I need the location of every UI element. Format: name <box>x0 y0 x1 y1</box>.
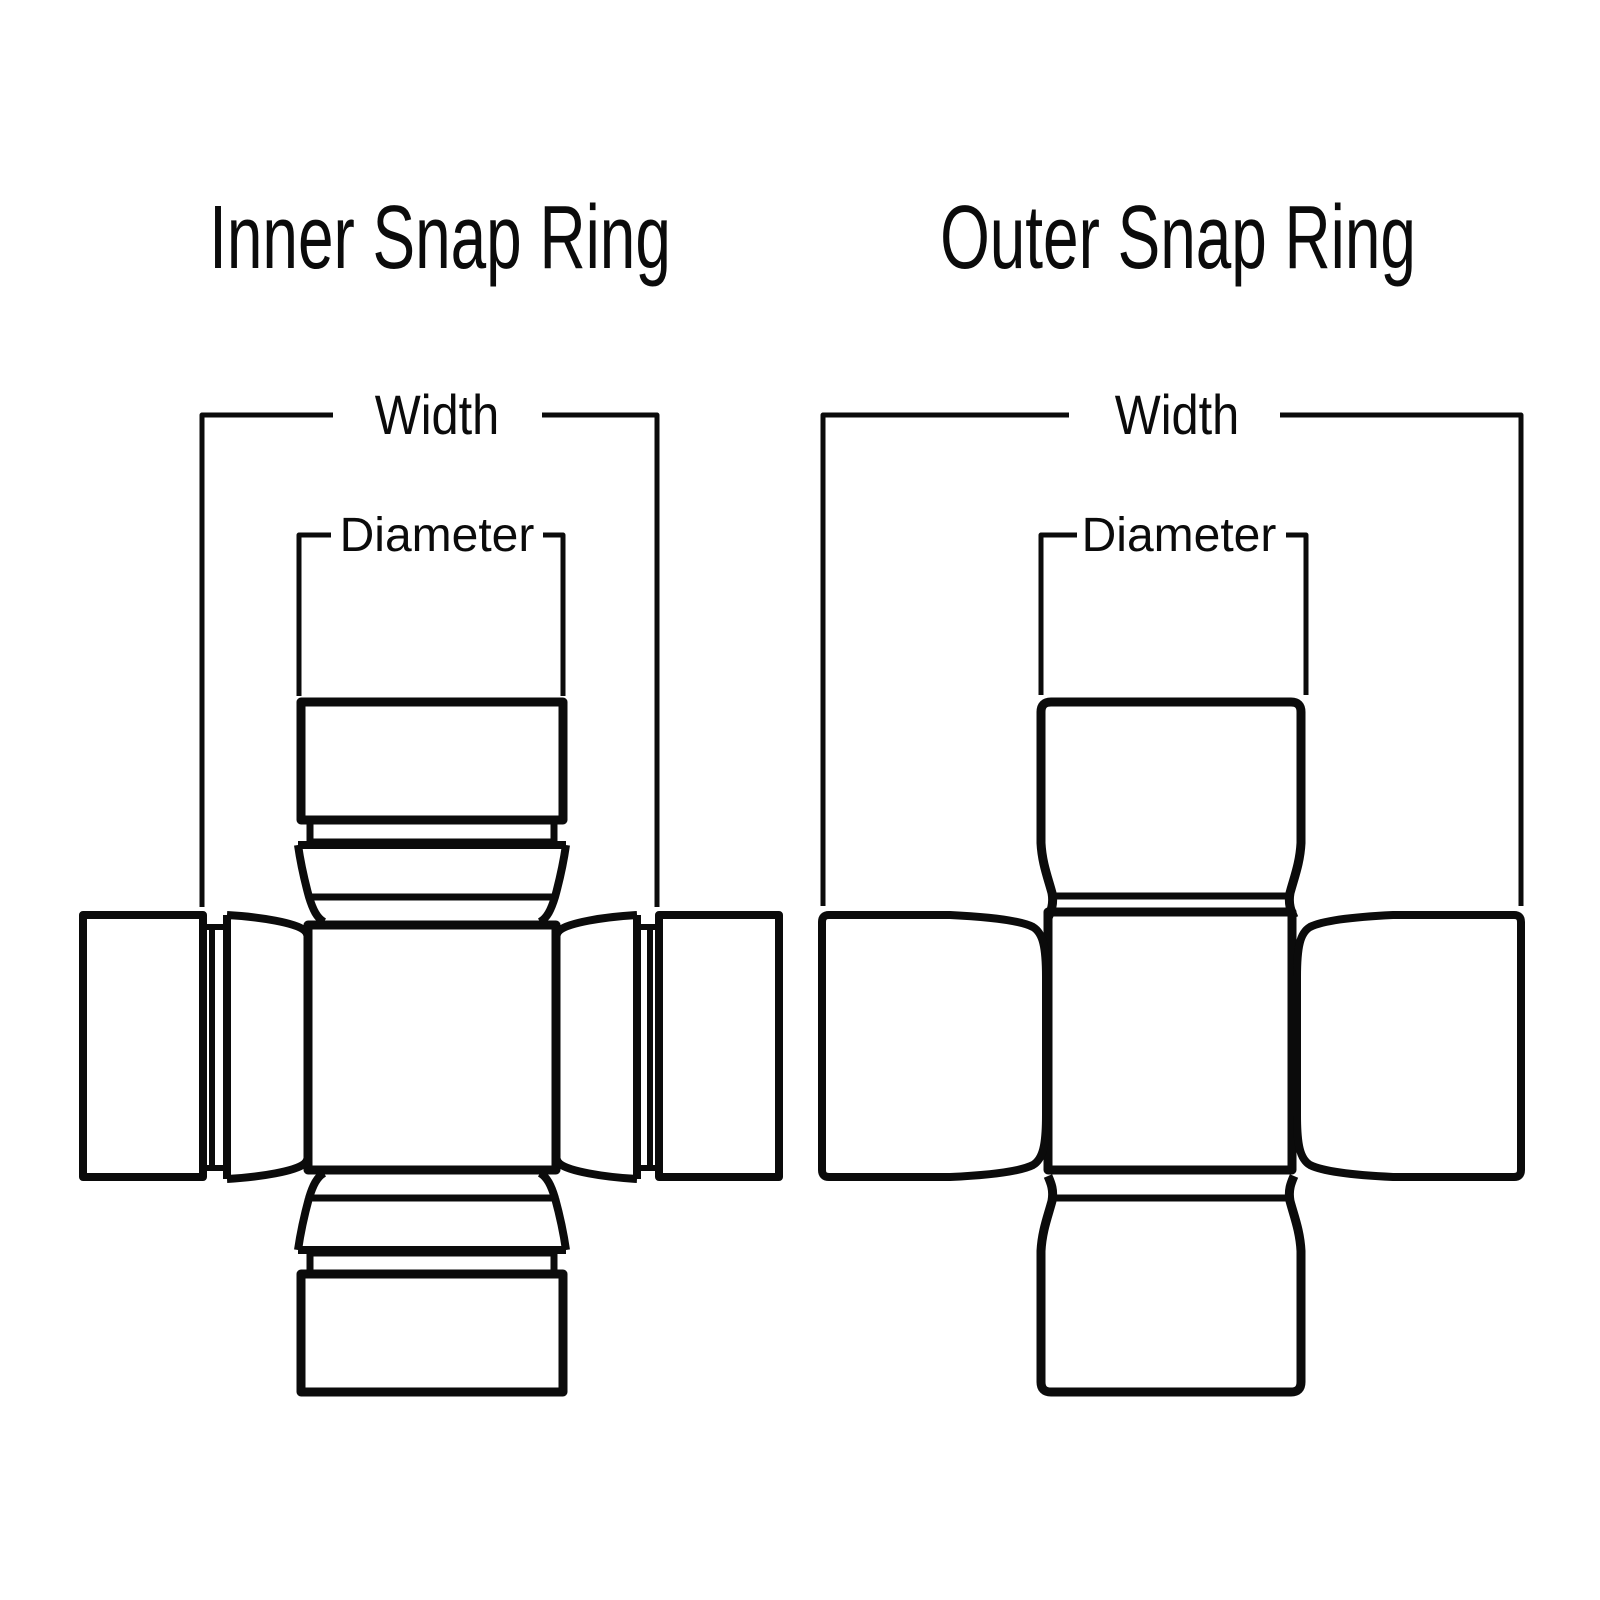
inner-left-trunnion-wedge <box>223 911 312 1183</box>
outer-top-bearing-cap <box>1036 697 1306 920</box>
outer-width-label: Width <box>1115 384 1240 447</box>
inner-cross-body <box>303 920 561 1175</box>
inner-diameter-dimension-bracket <box>296 532 566 696</box>
inner-diagram-title: Inner Snap Ring <box>209 186 671 287</box>
outer-width-dimension-bracket <box>820 412 1524 906</box>
inner-bottom-snap-ring-flange <box>294 1169 570 1254</box>
outer-right-bearing-cap <box>1293 911 1525 1181</box>
inner-snap-ring-diagram: Inner Snap Ring Width Diameter <box>79 186 783 1397</box>
outer-diagram-title: Outer Snap Ring <box>940 186 1416 287</box>
outer-diameter-dimension-bracket <box>1038 532 1309 695</box>
inner-width-dimension-bracket <box>199 412 660 907</box>
outer-left-bearing-cap <box>818 911 1050 1181</box>
inner-top-snap-ring-flange <box>294 841 570 926</box>
inner-right-trunnion-wedge <box>552 911 641 1183</box>
inner-bottom-bearing-cap <box>296 1269 568 1397</box>
inner-left-bearing-cap <box>79 911 207 1181</box>
inner-width-label: Width <box>375 384 500 447</box>
inner-diameter-label: Diameter <box>340 509 535 562</box>
outer-diameter-label: Diameter <box>1082 509 1277 562</box>
inner-top-bearing-cap <box>296 697 568 825</box>
outer-cross-body <box>1043 907 1297 1175</box>
outer-bottom-bearing-cap <box>1036 1174 1306 1397</box>
outer-snap-ring-diagram: Outer Snap Ring Width Diameter <box>818 186 1525 1397</box>
inner-right-bearing-cap <box>655 911 783 1181</box>
